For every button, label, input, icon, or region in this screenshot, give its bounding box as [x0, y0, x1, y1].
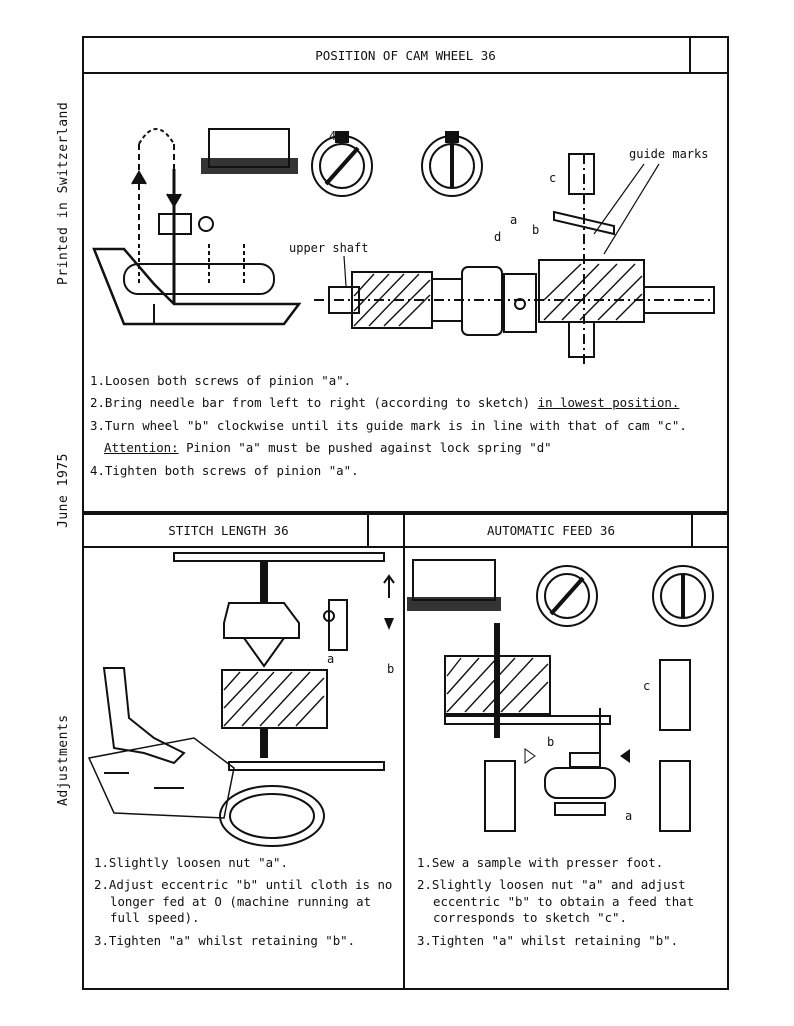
step-2: 2.Adjust eccentric "b" until cloth is no…	[94, 877, 393, 926]
header-corner-box	[691, 515, 727, 546]
dial-right-letter: A	[449, 129, 457, 143]
sketch-c	[659, 659, 691, 731]
automatic-feed-illustration: c b a	[407, 559, 714, 832]
step-3: 3.Tighten "a" whilst retaining "b".	[417, 932, 679, 948]
cam-c	[538, 259, 645, 323]
pinion-a	[503, 273, 537, 333]
side-label-date: June 1975	[56, 453, 71, 528]
stitch-length-illustration: a b	[87, 552, 395, 847]
label-guide-marks: guide marks	[629, 147, 708, 161]
step-1: 1.Slightly loosen nut "a".	[94, 855, 288, 870]
section-cam-wheel: POSITION OF CAM WHEEL 36	[82, 36, 729, 513]
step-1: 1.Sew a sample with presser foot.	[417, 855, 664, 870]
shaft-coupling	[461, 266, 503, 336]
label-eccentric-b: b	[387, 662, 394, 676]
stitch-dial	[219, 785, 325, 847]
label-c: c	[549, 171, 556, 185]
label-a: a	[510, 213, 517, 227]
needle-plate-slot	[123, 263, 275, 295]
side-label-adjustments: Adjustments	[56, 714, 71, 806]
step-1: 1.Loosen both screws of pinion "a".	[90, 373, 352, 388]
label-c: c	[643, 679, 650, 693]
label-a: a	[625, 809, 632, 823]
step-3: 3.Turn wheel "b" clockwise until its gui…	[90, 417, 687, 433]
label-upper-shaft: upper shaft	[289, 241, 368, 255]
section-stitch-length-header: STITCH LENGTH 36	[84, 515, 403, 548]
needle-clamp	[158, 213, 192, 235]
header-corner-box	[367, 515, 403, 546]
presser-foot	[102, 667, 186, 765]
label-b: b	[532, 223, 539, 237]
dial-left-number: 4	[329, 129, 336, 143]
dial-right	[652, 565, 714, 627]
header-corner-box	[689, 38, 727, 72]
needle-bar-base	[92, 247, 302, 326]
cam-wheel-illustration: 4 A guide marks upper shaft c a b d	[92, 128, 715, 364]
section-stitch-length-steps: 1.Slightly loosen nut "a". 2.Adjust ecce…	[94, 855, 392, 955]
section-stitch-length-title: STITCH LENGTH 36	[168, 523, 289, 538]
section-stitch-length: STITCH LENGTH 36	[82, 513, 405, 990]
step-2-emphasis: in lowest position.	[537, 395, 680, 411]
label-nut-a: a	[327, 652, 334, 666]
step-2: 2.Bring needle bar from left to right (a…	[90, 395, 680, 411]
step-3: 3.Tighten "a" whilst retaining "b".	[94, 932, 356, 948]
section-cam-wheel-title: POSITION OF CAM WHEEL 36	[315, 47, 496, 63]
step-4: 4.Tighten both screws of pinion "a".	[90, 462, 359, 478]
section-automatic-feed-header: AUTOMATIC FEED 36	[405, 515, 727, 548]
dial-left	[536, 565, 598, 627]
section-cam-wheel-header: POSITION OF CAM WHEEL 36	[84, 38, 727, 74]
label-d: d	[494, 230, 501, 244]
section-automatic-feed: AUTOMATIC FEED 36	[403, 513, 729, 990]
fabric	[87, 737, 235, 819]
section-cam-wheel-steps: 1.Loosen both screws of pinion "a". 2.Br…	[90, 373, 687, 485]
section-automatic-feed-title: AUTOMATIC FEED 36	[487, 523, 615, 538]
label-b: b	[547, 735, 554, 749]
side-label-printed: Printed in Switzerland	[56, 101, 71, 285]
step-3-attention: Attention: Pinion "a" must be pushed aga…	[104, 440, 552, 456]
section-automatic-feed-steps: 1.Sew a sample with presser foot. 2.Slig…	[417, 855, 694, 955]
attention-label: Attention:	[104, 440, 179, 456]
feed-eccentric	[544, 767, 616, 799]
